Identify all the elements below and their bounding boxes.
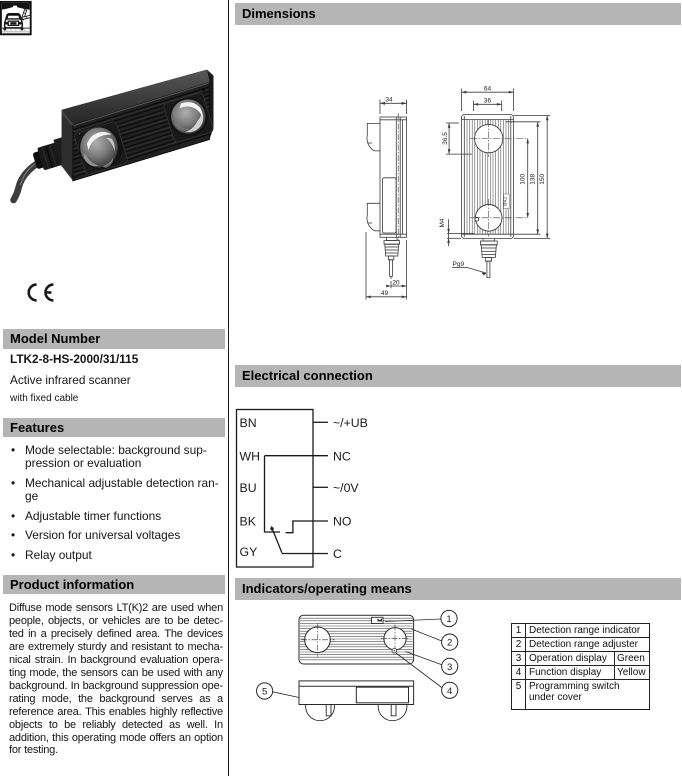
svg-text:NO: NO [333, 514, 351, 528]
svg-text:3: 3 [447, 662, 452, 673]
svg-text:BN: BN [240, 416, 257, 430]
svg-text:100: 100 [519, 173, 526, 184]
svg-text:M4: M4 [439, 218, 446, 227]
svg-text:WH: WH [240, 449, 261, 463]
svg-text:NC: NC [333, 449, 351, 463]
svg-text:150: 150 [539, 173, 546, 184]
svg-text:138: 138 [530, 173, 537, 184]
svg-text:2: 2 [447, 638, 452, 649]
svg-text:C: C [333, 547, 342, 561]
svg-text:~/+UB: ~/+UB [333, 416, 368, 430]
svg-text:34: 34 [385, 97, 393, 104]
svg-text:~/0V: ~/0V [333, 481, 359, 495]
svg-text:GY: GY [240, 545, 258, 559]
svg-text:20: 20 [392, 279, 400, 286]
svg-text:Pg9: Pg9 [453, 261, 465, 268]
svg-text:4: 4 [447, 686, 452, 697]
svg-text:1: 1 [446, 614, 451, 625]
svg-text:49: 49 [381, 290, 389, 297]
svg-text:Ø4,2: Ø4,2 [503, 196, 508, 206]
svg-text:36: 36 [484, 98, 492, 105]
svg-text:64: 64 [484, 86, 492, 93]
svg-text:BK: BK [240, 514, 257, 528]
svg-text:BU: BU [240, 481, 257, 495]
svg-text:5: 5 [262, 687, 267, 698]
svg-text:36.5: 36.5 [442, 132, 449, 145]
